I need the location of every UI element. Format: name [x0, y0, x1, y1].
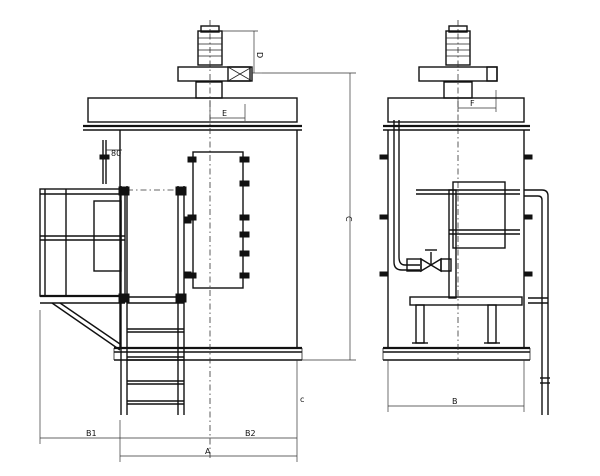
front-view: D E	[39, 20, 356, 462]
label-B1: B1	[86, 429, 97, 438]
inlet-pipe-valve	[393, 120, 452, 273]
side-lid	[387, 97, 525, 123]
inspection-door	[187, 151, 250, 289]
operator-platform	[39, 188, 126, 351]
side-internal-frame	[416, 181, 520, 299]
level-gauge	[99, 140, 122, 184]
dim-D	[222, 30, 262, 74]
front-drive-base	[177, 66, 253, 99]
label-F: F	[470, 99, 475, 108]
label-C: C	[344, 216, 353, 222]
support-stand	[409, 296, 523, 344]
label-c-small: c	[300, 395, 304, 404]
label-ext: 80	[111, 149, 121, 158]
side-view: F	[379, 20, 550, 415]
label-D: D	[255, 52, 264, 58]
front-lid	[87, 97, 298, 123]
side-brackets	[379, 154, 533, 277]
label-B2: B2	[245, 429, 256, 438]
dim-E	[209, 100, 246, 121]
label-B: B	[452, 397, 458, 406]
front-motor	[197, 25, 223, 66]
label-A: A	[205, 447, 211, 456]
dim-bottom-front	[39, 310, 298, 462]
dim-B	[387, 360, 525, 412]
dim-F	[457, 90, 497, 112]
outlet-pipe	[524, 189, 550, 415]
ladder	[118, 186, 192, 415]
dim-C	[262, 72, 356, 361]
label-E: E	[222, 109, 227, 118]
